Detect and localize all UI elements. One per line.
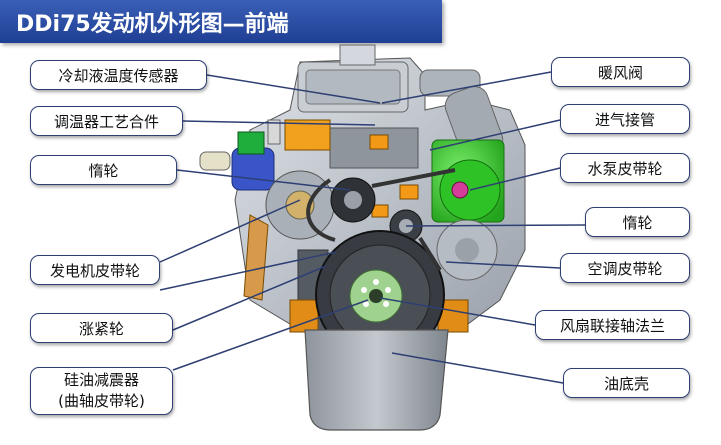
label-heater-valve: 暖风阀: [551, 57, 690, 87]
label-viscous-damper-line1: 硅油减震器: [63, 371, 139, 389]
label-idler-right: 惰轮: [585, 207, 690, 237]
engine-body: [199, 44, 526, 333]
pulley-set: [265, 159, 501, 360]
label-fan-flange: 风扇联接轴法兰: [535, 310, 690, 340]
label-thermostat-assembly: 调温器工艺合件: [30, 106, 183, 136]
label-alternator-pulley: 发电机皮带轮: [30, 255, 160, 285]
label-ac-pulley: 空调皮带轮: [560, 253, 690, 283]
label-oil-pan: 油底壳: [563, 368, 690, 398]
label-water-pump-pulley: 水泵皮带轮: [560, 153, 690, 183]
label-viscous-damper-line2: (曲轴皮带轮): [58, 392, 145, 410]
label-viscous-damper: 硅油减震器 (曲轴皮带轮): [30, 367, 173, 415]
page-title: DDi75发动机外形图—前端: [16, 12, 289, 37]
label-coolant-temp-sensor: 冷却液温度传感器: [30, 60, 207, 90]
leader-lines: [159, 71, 586, 384]
label-idler-left: 惰轮: [30, 155, 177, 185]
label-intake-pipe: 进气接管: [560, 104, 690, 134]
title-bar: DDi75发动机外形图—前端: [0, 0, 442, 43]
label-tensioner: 涨紧轮: [30, 313, 173, 343]
oil-pan: [304, 329, 449, 431]
